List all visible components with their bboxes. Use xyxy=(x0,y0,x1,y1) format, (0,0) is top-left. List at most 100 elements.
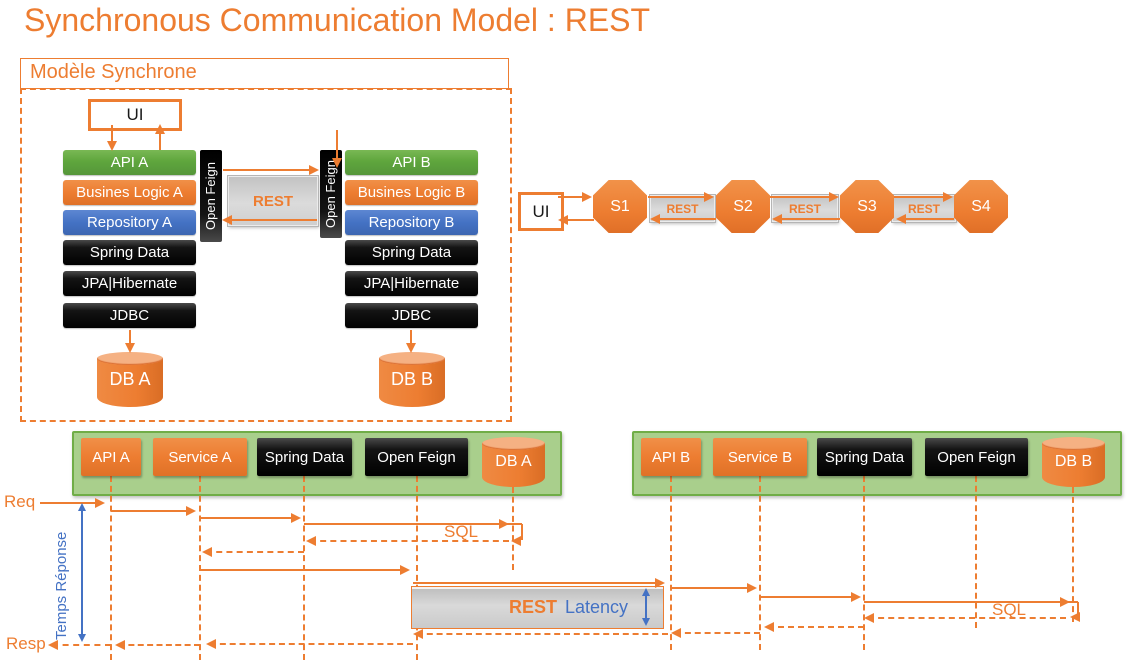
lifeline xyxy=(759,476,761,650)
lifeline xyxy=(670,476,672,650)
arrowhead xyxy=(202,547,212,557)
rest-latency-box: REST Latency xyxy=(411,586,664,629)
connector-line xyxy=(654,218,716,220)
seq-b-db-cylinder: DB B xyxy=(1042,437,1105,487)
rest-box-chain-2: REST xyxy=(772,195,838,222)
connector-line xyxy=(558,196,588,198)
seq-a-open-feign: Open Feign xyxy=(365,438,468,476)
seq-b-service: Service B xyxy=(713,438,807,476)
arrowhead xyxy=(671,628,681,638)
arrowhead xyxy=(107,141,117,151)
arrowhead xyxy=(650,214,660,224)
arrowhead xyxy=(896,214,906,224)
open-feign-bar-a: Open Feign xyxy=(200,150,222,242)
stack-b-logic: Busines Logic B xyxy=(345,180,478,205)
connector-line xyxy=(648,196,710,198)
db-a-label: DB A xyxy=(109,369,151,389)
connector-line xyxy=(336,130,338,164)
stack-b-spring-data: Spring Data xyxy=(345,240,478,265)
connector-line xyxy=(200,517,297,519)
arrowhead xyxy=(400,565,410,575)
latency-rest-label: REST xyxy=(508,597,557,617)
stack-b-jpa: JPA|Hibernate xyxy=(345,271,478,296)
service-octagon-s4: S4 xyxy=(954,180,1008,233)
connector-line xyxy=(81,506,83,639)
arrowhead xyxy=(864,613,874,623)
connector-line xyxy=(770,196,835,198)
connector-line xyxy=(40,502,101,504)
arrowhead xyxy=(306,536,316,546)
connector-line xyxy=(675,632,760,634)
stack-a-api: API A xyxy=(63,150,196,175)
lifeline xyxy=(110,476,112,660)
arrowhead xyxy=(206,639,216,649)
arrowhead xyxy=(655,578,665,588)
arrowhead xyxy=(511,536,521,546)
connector-line xyxy=(206,551,304,553)
seq-a-service: Service A xyxy=(153,438,247,476)
connector-line xyxy=(111,510,192,512)
connector-line xyxy=(864,601,1078,603)
connector-line xyxy=(410,330,412,349)
arrowhead xyxy=(95,498,105,508)
arrowhead xyxy=(309,165,319,175)
lifeline xyxy=(199,476,201,660)
arrowhead xyxy=(764,622,774,632)
connector-line xyxy=(200,569,406,571)
page-title: Synchronous Communication Model : REST xyxy=(24,2,651,38)
arrowhead xyxy=(582,192,592,202)
stack-b-repository: Repository B xyxy=(345,210,478,235)
connector-line xyxy=(223,169,315,171)
arrowhead xyxy=(829,192,839,202)
lifeline xyxy=(512,487,514,570)
connector-line xyxy=(111,125,113,147)
req-label: Req xyxy=(4,492,36,511)
db-a-cylinder: DB A xyxy=(97,352,163,407)
response-time-label: Temps Réponse xyxy=(53,531,70,640)
arrowhead xyxy=(291,513,301,523)
connector-line xyxy=(645,591,647,623)
lifeline xyxy=(1072,487,1074,622)
arrowhead xyxy=(499,519,509,529)
lifeline xyxy=(303,476,305,660)
seq-b-db-top xyxy=(1042,437,1105,450)
stack-a-jpa: JPA|Hibernate xyxy=(63,271,196,296)
arrowhead xyxy=(943,192,953,202)
seq-a-db-top xyxy=(482,437,545,450)
connector-line xyxy=(894,196,949,198)
model-synchrone-label: Modèle Synchrone xyxy=(30,61,197,83)
stack-a-jdbc: JDBC xyxy=(63,303,196,328)
connector-line xyxy=(868,617,1066,619)
seq-b-db-body xyxy=(1042,443,1105,487)
connector-line xyxy=(768,626,864,628)
stack-a-logic: Busines Logic A xyxy=(63,180,196,205)
connector-line xyxy=(210,643,413,645)
latency-label: Latency xyxy=(564,597,629,617)
ui-box-left: UI xyxy=(88,99,182,131)
connector-line xyxy=(1077,602,1079,616)
arrowhead xyxy=(332,158,342,168)
arrowhead xyxy=(78,634,86,642)
arrowhead xyxy=(78,503,86,511)
stack-a-spring-data: Spring Data xyxy=(63,240,196,265)
connector-line xyxy=(159,127,161,150)
arrowhead xyxy=(851,592,861,602)
arrowhead xyxy=(186,506,196,516)
seq-a-db-cylinder: DB A xyxy=(482,437,545,487)
connector-line xyxy=(119,644,200,646)
lifeline xyxy=(416,476,418,660)
service-octagon-s1: S1 xyxy=(593,180,647,233)
connector-line xyxy=(562,219,594,221)
connector-line xyxy=(417,633,668,635)
lifeline xyxy=(975,476,977,628)
connector-line xyxy=(760,596,857,598)
seq-b-spring-data: Spring Data xyxy=(817,438,912,476)
arrowhead xyxy=(642,588,650,596)
seq-b-api: API B xyxy=(641,438,701,476)
arrowhead xyxy=(1060,597,1070,607)
seq-b-open-feign: Open Feign xyxy=(925,438,1028,476)
connector-line xyxy=(129,330,131,349)
db-a-cylinder-top xyxy=(97,352,163,365)
connector-line xyxy=(521,524,523,540)
